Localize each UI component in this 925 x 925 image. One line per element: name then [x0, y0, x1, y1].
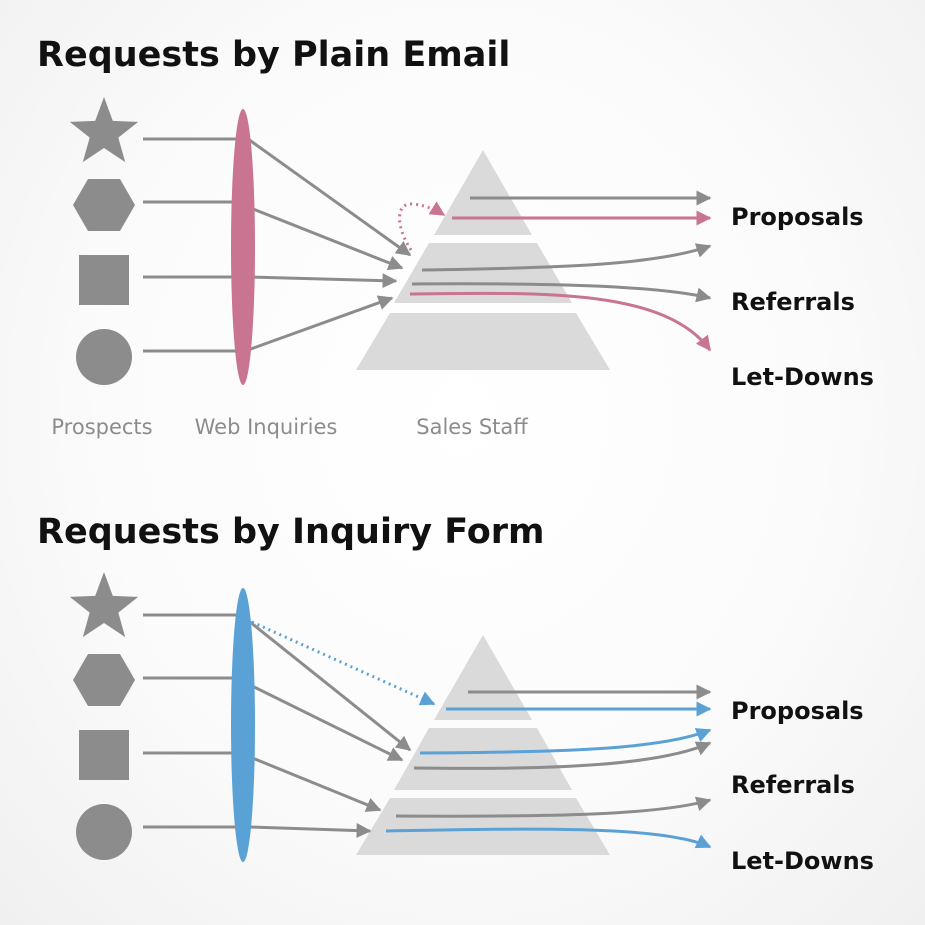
outcome-proposals: Proposals: [731, 203, 864, 231]
square-icon: [79, 255, 129, 305]
prospect-flow-lines: [143, 137, 240, 353]
panel-title: Requests by Inquiry Form: [37, 512, 544, 552]
outcome-proposals: Proposals: [731, 697, 864, 725]
circle-icon: [76, 804, 132, 860]
escalation-dotted-arrow: [398, 201, 446, 251]
panel-title: Requests by Plain Email: [37, 35, 510, 75]
stage-label-web-inquiries: Web Inquiries: [195, 415, 338, 439]
outcome-referrals: Referrals: [731, 288, 855, 316]
outcome-referrals: Referrals: [731, 771, 855, 799]
outcome-flow-lines: [409, 190, 712, 352]
sales-staff-pyramid: [356, 635, 610, 855]
circle-icon: [76, 329, 132, 385]
stage-label-sales-staff: Sales Staff: [416, 415, 528, 439]
prospect-flow-lines: [143, 613, 240, 829]
hexagon-icon: [73, 654, 135, 706]
outcome-let-downs: Let-Downs: [731, 847, 874, 875]
outcome-let-downs: Let-Downs: [731, 363, 874, 391]
sales-staff-pyramid: [356, 150, 610, 370]
outcome-flow-lines: [385, 684, 712, 849]
panel-plain-email: Requests by Plain Email: [37, 35, 874, 439]
stage-label-prospects: Prospects: [51, 415, 152, 439]
panel-inquiry-form: Requests by Inquiry Form: [37, 512, 874, 875]
hexagon-icon: [73, 179, 135, 231]
web-inquiries-lens: [231, 109, 255, 385]
inquiry-flow-lines: [247, 137, 412, 352]
star-icon: [69, 97, 139, 163]
direct-proposal-dotted-arrow: [251, 620, 436, 706]
web-inquiries-lens: [231, 588, 255, 862]
star-icon: [69, 572, 139, 638]
inquiry-flow-lines: [249, 620, 412, 839]
square-icon: [79, 730, 129, 780]
